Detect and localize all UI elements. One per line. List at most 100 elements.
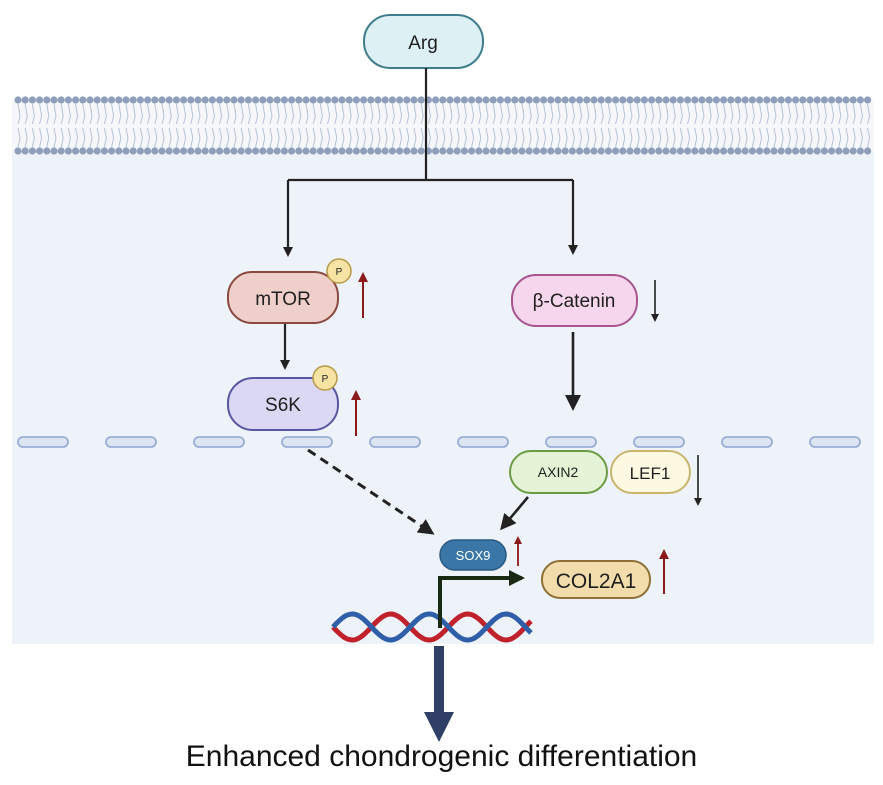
mtor-node: mTOR [227,271,339,324]
lipid-head [237,147,245,155]
lipid-head [194,96,202,104]
lipid-head [108,147,116,155]
lipid-head [518,147,526,155]
lipid-head [208,96,216,104]
lipid-tail [17,103,21,148]
lipid-head [266,147,274,155]
lipid-head [273,96,281,104]
lipid-head [194,147,202,155]
lipid-head [604,96,613,104]
lipid-tail [535,103,539,148]
arg-node: Arg [363,14,484,69]
lef1-node: LEF1 [610,450,691,494]
lipid-tail [255,103,259,148]
lipid-tail [658,103,662,148]
lipid-tail [197,103,201,148]
lipid-head [828,147,836,155]
lipid-head [28,147,36,155]
lipid-head [230,147,238,155]
lipid-head [705,147,713,155]
nuclear-envelope-segment [457,436,509,448]
nuclear-envelope-segment [633,436,685,448]
lipid-head [640,96,649,104]
col2a1-label: COL2A1 [556,570,637,593]
lipid-head [21,96,29,104]
lipid-head [338,147,346,155]
lipid-head [86,96,94,104]
lipid-tail [399,103,403,148]
lipid-head [590,147,598,155]
lipid-head [122,96,130,104]
lipid-head [43,96,51,104]
mtor-up-arrow [358,272,368,318]
lipid-head [396,147,404,155]
s6k-phospho-label: P [322,374,329,385]
lipid-head [835,96,843,104]
lipid-tail [60,103,64,148]
lipid-head [122,147,130,155]
lipid-head [129,96,137,104]
beta-catenin-down-arrow [651,280,659,322]
lipid-head [223,147,231,155]
lipid-head [295,96,303,104]
nuclear-envelope-segment [369,436,421,448]
lipid-head [547,147,555,155]
lipid-head [446,147,454,155]
lipid-head [460,96,468,104]
lipid-head [367,147,375,155]
lipid-tail [579,103,583,148]
lipid-head [842,96,850,104]
lipid-head [381,96,389,104]
lipid-tail [111,103,115,148]
lipid-tail [557,103,561,148]
lipid-tail [802,103,806,148]
lipid-head [583,147,591,155]
lipid-head [309,96,317,104]
lipid-head [655,96,663,104]
lipid-tail [737,103,741,148]
lipid-head [662,147,670,155]
lipid-head [259,96,267,104]
lipid-tail [276,103,280,148]
lipid-head [288,96,296,104]
lipid-tail [348,103,352,148]
lipid-head [129,147,137,155]
lipid-tail [514,103,518,148]
lipid-head [244,147,252,155]
lipid-head [43,147,51,155]
lipid-head [561,96,569,104]
lipid-head [698,96,706,104]
lipid-head [21,147,29,155]
lipid-head [352,96,360,104]
lipid-head [669,147,677,155]
lipid-head [540,96,548,104]
lipid-tail [96,103,100,148]
lipid-head [144,147,152,155]
lipid-tail [46,103,50,148]
lipid-head [482,147,490,155]
lipid-tail [89,103,93,148]
lipid-head [93,147,101,155]
lipid-tail [730,103,734,148]
lipid-head [748,147,757,155]
axin2-label: AXIN2 [538,464,579,480]
lipid-tail [327,103,331,148]
lipid-tail [190,103,194,148]
lipid-tail [435,103,439,148]
lipid-head [806,147,814,155]
nuclear-envelope-segment [193,436,245,448]
lipid-head [532,147,541,155]
nuclear-envelope [17,436,861,448]
lipid-tail [204,103,208,148]
lipid-tail [161,103,165,148]
lipid-tail [665,103,669,148]
lipid-tail [355,103,359,148]
lipid-tail [31,103,35,148]
lipid-tail [391,103,395,148]
lipid-head [223,96,231,104]
lipid-head [748,96,757,104]
lipid-head [720,147,728,155]
s6k-phospho-badge: P [312,365,338,391]
lipid-head [14,147,22,155]
